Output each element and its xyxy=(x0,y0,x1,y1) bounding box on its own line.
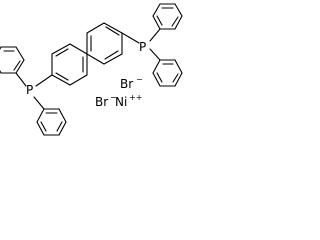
right-phosphine-group: P xyxy=(121,3,183,87)
bromide-1-charge: − xyxy=(136,75,143,84)
naphthalene-core xyxy=(51,22,123,86)
phosphorus-right-label: P xyxy=(139,40,146,54)
phosphorus-left-label: P xyxy=(26,83,33,97)
bromide-1-label: Br xyxy=(120,77,133,91)
bromide-2-label: Br xyxy=(95,95,108,109)
bromide-2-charge: − xyxy=(110,93,117,102)
left-phosphine-group: P xyxy=(0,46,67,136)
molecule-diagram: P P xyxy=(0,3,183,136)
nickel-charge: ++ xyxy=(129,93,142,102)
counter-ions: Br − Br − Ni ++ xyxy=(95,75,143,109)
nickel-label: Ni xyxy=(115,95,127,109)
